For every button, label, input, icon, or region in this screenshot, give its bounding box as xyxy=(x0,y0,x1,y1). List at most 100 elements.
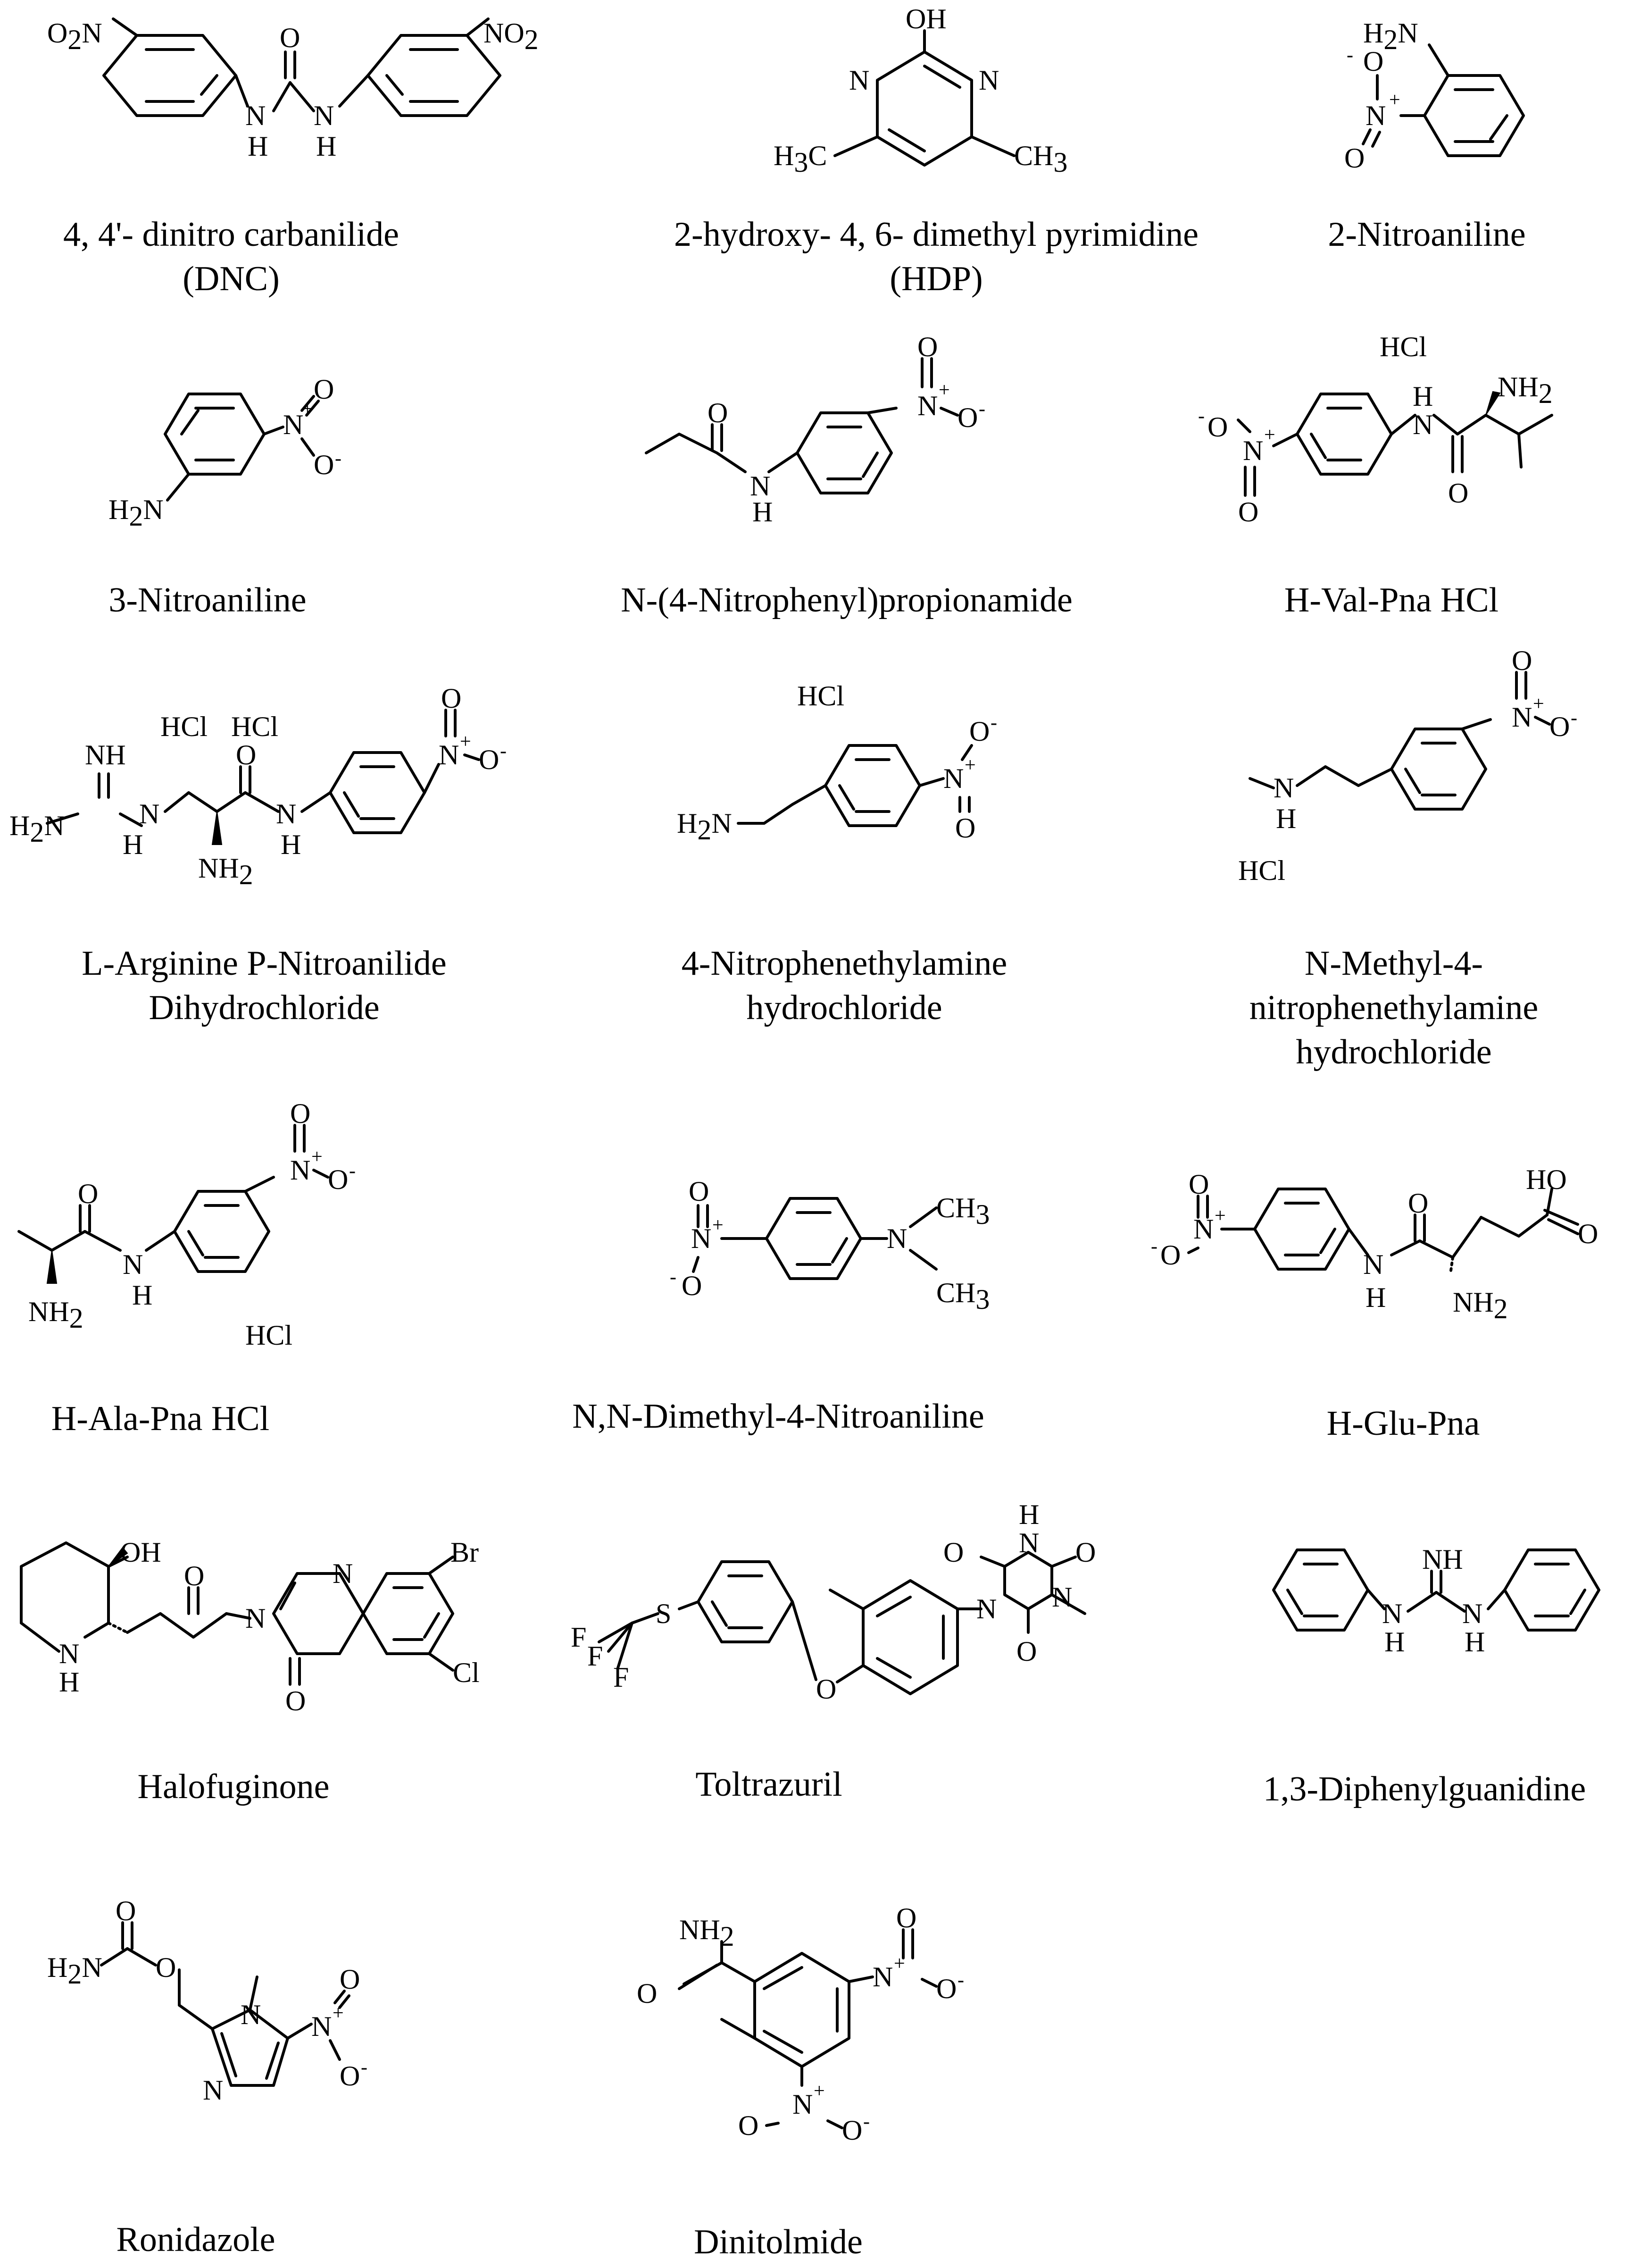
caption-ronidazole: Ronidazole xyxy=(116,2218,275,2262)
atom-charge: + xyxy=(1264,424,1275,446)
atom-o: O xyxy=(1238,496,1258,527)
atom-o: O xyxy=(314,374,334,405)
atom-charge: - xyxy=(335,448,341,469)
caption-line: H-Val-Pna HCl xyxy=(1284,581,1499,619)
caption-line: N,N-Dimethyl-4-Nitroaniline xyxy=(572,1397,984,1436)
caption-line: Dihydrochloride xyxy=(149,988,380,1027)
atom-n: N xyxy=(1366,100,1386,131)
caption-line: N-(4-Nitrophenyl)propionamide xyxy=(621,581,1073,619)
structure-npea: HCl H2N N + O - O xyxy=(677,680,997,845)
atom-n: N xyxy=(123,1249,143,1280)
atom-o: O xyxy=(1189,1169,1209,1200)
caption-line: 4, 4'- dinitro carbanilide xyxy=(63,215,399,254)
atom-n: N xyxy=(139,798,159,829)
atom-charge: + xyxy=(894,1953,905,1975)
caption-npp: N-(4-Nitrophenyl)propionamide xyxy=(621,578,1073,622)
atom-o: O xyxy=(969,716,990,747)
hcl-label: HCl xyxy=(160,711,208,742)
atom-n: N xyxy=(203,2075,223,2106)
atom-n: N xyxy=(1243,435,1263,466)
structure-3-nitroaniline: N + O O - H2N xyxy=(108,374,341,532)
atom-ch3: CH3 xyxy=(936,1277,990,1315)
atom-n: N xyxy=(691,1223,711,1254)
caption-line: 2-hydroxy- 4, 6- dimethyl pyrimidine xyxy=(674,215,1199,254)
atom-o: O xyxy=(1578,1218,1598,1249)
atom-o: O xyxy=(285,1685,306,1716)
atom-o: O xyxy=(156,1952,176,1983)
atom-nh: NH xyxy=(85,739,126,770)
structure-ronidazole: O H2N O N N N + O O - xyxy=(47,1895,367,2106)
atom-o: O xyxy=(441,683,461,714)
structure-dpg: NH N H N H xyxy=(1272,1544,1600,1657)
atom-n: N xyxy=(1193,1214,1214,1245)
atom-o: O xyxy=(340,2060,360,2092)
atom-nh2: NH2 xyxy=(679,1914,734,1952)
atom-n: N xyxy=(917,390,938,421)
atom-charge: - xyxy=(361,2057,367,2078)
caption-mnpea: N-Methyl-4- nitrophenethylamine hydrochl… xyxy=(1249,941,1538,1074)
atom-n: N xyxy=(750,470,770,502)
structure-hdp: OH N N H3C CH3 xyxy=(774,3,1067,178)
atom-nh2: NH2 xyxy=(1453,1287,1508,1324)
atom-charge: + xyxy=(1533,693,1544,715)
atom-n: N xyxy=(276,798,296,829)
atom-n: N xyxy=(1363,1249,1383,1280)
caption-arg-pna: L-Arginine P-Nitroanilide Dihydrochlorid… xyxy=(82,941,446,1030)
atom-n: N xyxy=(887,1223,907,1254)
caption-3-nitroaniline: 3-Nitroaniline xyxy=(108,578,306,622)
caption-line: 4-Nitrophenethylamine xyxy=(681,944,1008,983)
atom-o: O xyxy=(1207,411,1228,443)
structure-mnpea: N H HCl N + O O - xyxy=(1238,645,1577,886)
atom-o: O xyxy=(280,22,300,53)
atom-charge: + xyxy=(939,379,950,401)
structure-halofuginone: N H OH O N N O Br Cl xyxy=(20,1537,480,1716)
atom-o: O xyxy=(1075,1537,1096,1568)
atom-n: N xyxy=(245,100,266,131)
caption-dmna: N,N-Dimethyl-4-Nitroaniline xyxy=(572,1394,984,1439)
structure-dmna: O N + O - N CH3 CH3 xyxy=(670,1176,990,1315)
structure-npp: O N H N + O O - xyxy=(645,331,985,527)
caption-dinitolmide: Dinitolmide xyxy=(694,2220,863,2264)
atom-charge: + xyxy=(311,1146,323,1168)
hcl-label: HCl xyxy=(231,711,278,742)
atom-h: H xyxy=(1465,1626,1485,1657)
atom-o: O xyxy=(1448,477,1468,509)
atom-n: N xyxy=(976,1593,997,1624)
atom-charge: - xyxy=(958,1969,964,1991)
hcl-label: HCl xyxy=(1238,855,1285,886)
atom-charge: + xyxy=(965,754,976,776)
atom-charge: - xyxy=(1571,707,1577,729)
atom-h: H xyxy=(1276,803,1296,834)
atom-n: N xyxy=(59,1638,79,1669)
caption-line: 2-Nitroaniline xyxy=(1328,215,1526,254)
atom-o: O xyxy=(637,1978,657,2009)
atom-no2: NO2 xyxy=(483,17,539,55)
atom-f: F xyxy=(613,1662,629,1693)
atom-n: N xyxy=(290,1155,310,1186)
atom-nh2: NH2 xyxy=(28,1296,83,1334)
atom-charge: - xyxy=(349,1160,356,1182)
atom-n: N xyxy=(873,1961,893,1992)
atom-o: O xyxy=(290,1098,310,1129)
atom-n: N xyxy=(943,763,964,794)
atom-o: O xyxy=(708,397,728,428)
atom-o: O xyxy=(184,1560,204,1591)
caption-line: hydrochloride xyxy=(746,988,942,1027)
caption-line: Halofuginone xyxy=(137,1767,330,1806)
atom-h: H xyxy=(123,829,143,860)
atom-o: O xyxy=(955,812,975,844)
atom-n: N xyxy=(241,1999,261,2030)
atom-o: O xyxy=(842,2115,862,2146)
atom-o: O xyxy=(116,1895,136,1926)
hcl-label: HCl xyxy=(245,1320,292,1351)
structure-dinitolmide: NH2 O N + O O - N + O O - xyxy=(637,1902,964,2146)
atom-charge: + xyxy=(302,398,313,420)
atom-n: N xyxy=(1512,702,1532,733)
atom-o: O xyxy=(936,1973,957,2004)
atom-f: F xyxy=(587,1640,603,1672)
atom-n: N xyxy=(849,65,869,96)
atom-o2n: O2N xyxy=(47,17,102,55)
atom-charge: + xyxy=(1389,89,1400,111)
atom-n: N xyxy=(1382,1598,1402,1629)
